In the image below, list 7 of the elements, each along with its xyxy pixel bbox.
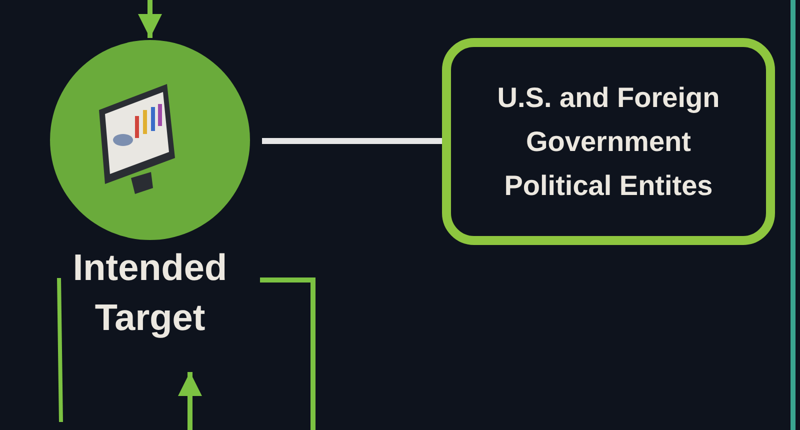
node-text: U.S. and Foreign Government Political Entites [496,80,721,202]
arrow [178,372,202,430]
connector-line [262,138,442,144]
node-label: Intended Target [72,246,228,340]
arrow [138,0,162,38]
connector-line [260,278,316,430]
rounded-box [442,38,775,245]
